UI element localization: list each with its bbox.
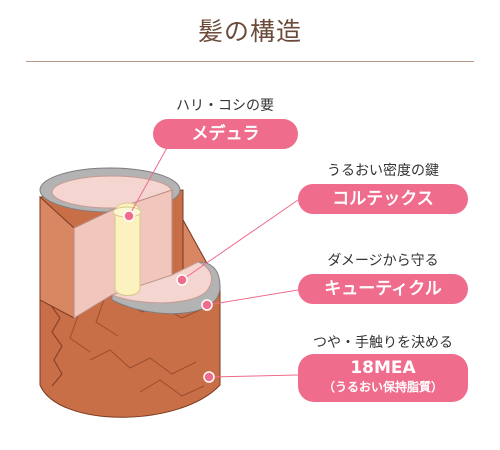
18mea-name: 18MEA bbox=[350, 358, 416, 378]
leader-cuticle bbox=[206, 289, 299, 306]
marker-medulla bbox=[123, 210, 135, 222]
marker-18mea bbox=[203, 371, 215, 383]
cortex-caption: うるおい密度の鍵 bbox=[327, 163, 439, 179]
medulla-caption: ハリ・コシの要 bbox=[176, 98, 274, 114]
medulla-label: メデュラ bbox=[153, 119, 298, 149]
cortex-label: コルテックス bbox=[298, 184, 468, 214]
page-title: 髪の構造 bbox=[197, 17, 302, 46]
cuticle-caption: ダメージから守る bbox=[327, 253, 439, 269]
marker-cortex bbox=[176, 274, 188, 286]
18mea-caption: つや・手触りを決める bbox=[313, 335, 453, 351]
18mea-label: 18MEA （うるおい保持脂質） bbox=[298, 354, 468, 402]
title-divider bbox=[26, 61, 474, 62]
18mea-subname: （うるおい保持脂質） bbox=[322, 380, 443, 394]
leader-cortex bbox=[181, 199, 299, 281]
leader-18mea bbox=[208, 374, 299, 378]
medulla bbox=[114, 202, 141, 296]
marker-cuticle bbox=[201, 299, 213, 311]
cuticle-label: キューティクル bbox=[298, 274, 468, 304]
leader-medulla bbox=[128, 145, 169, 217]
